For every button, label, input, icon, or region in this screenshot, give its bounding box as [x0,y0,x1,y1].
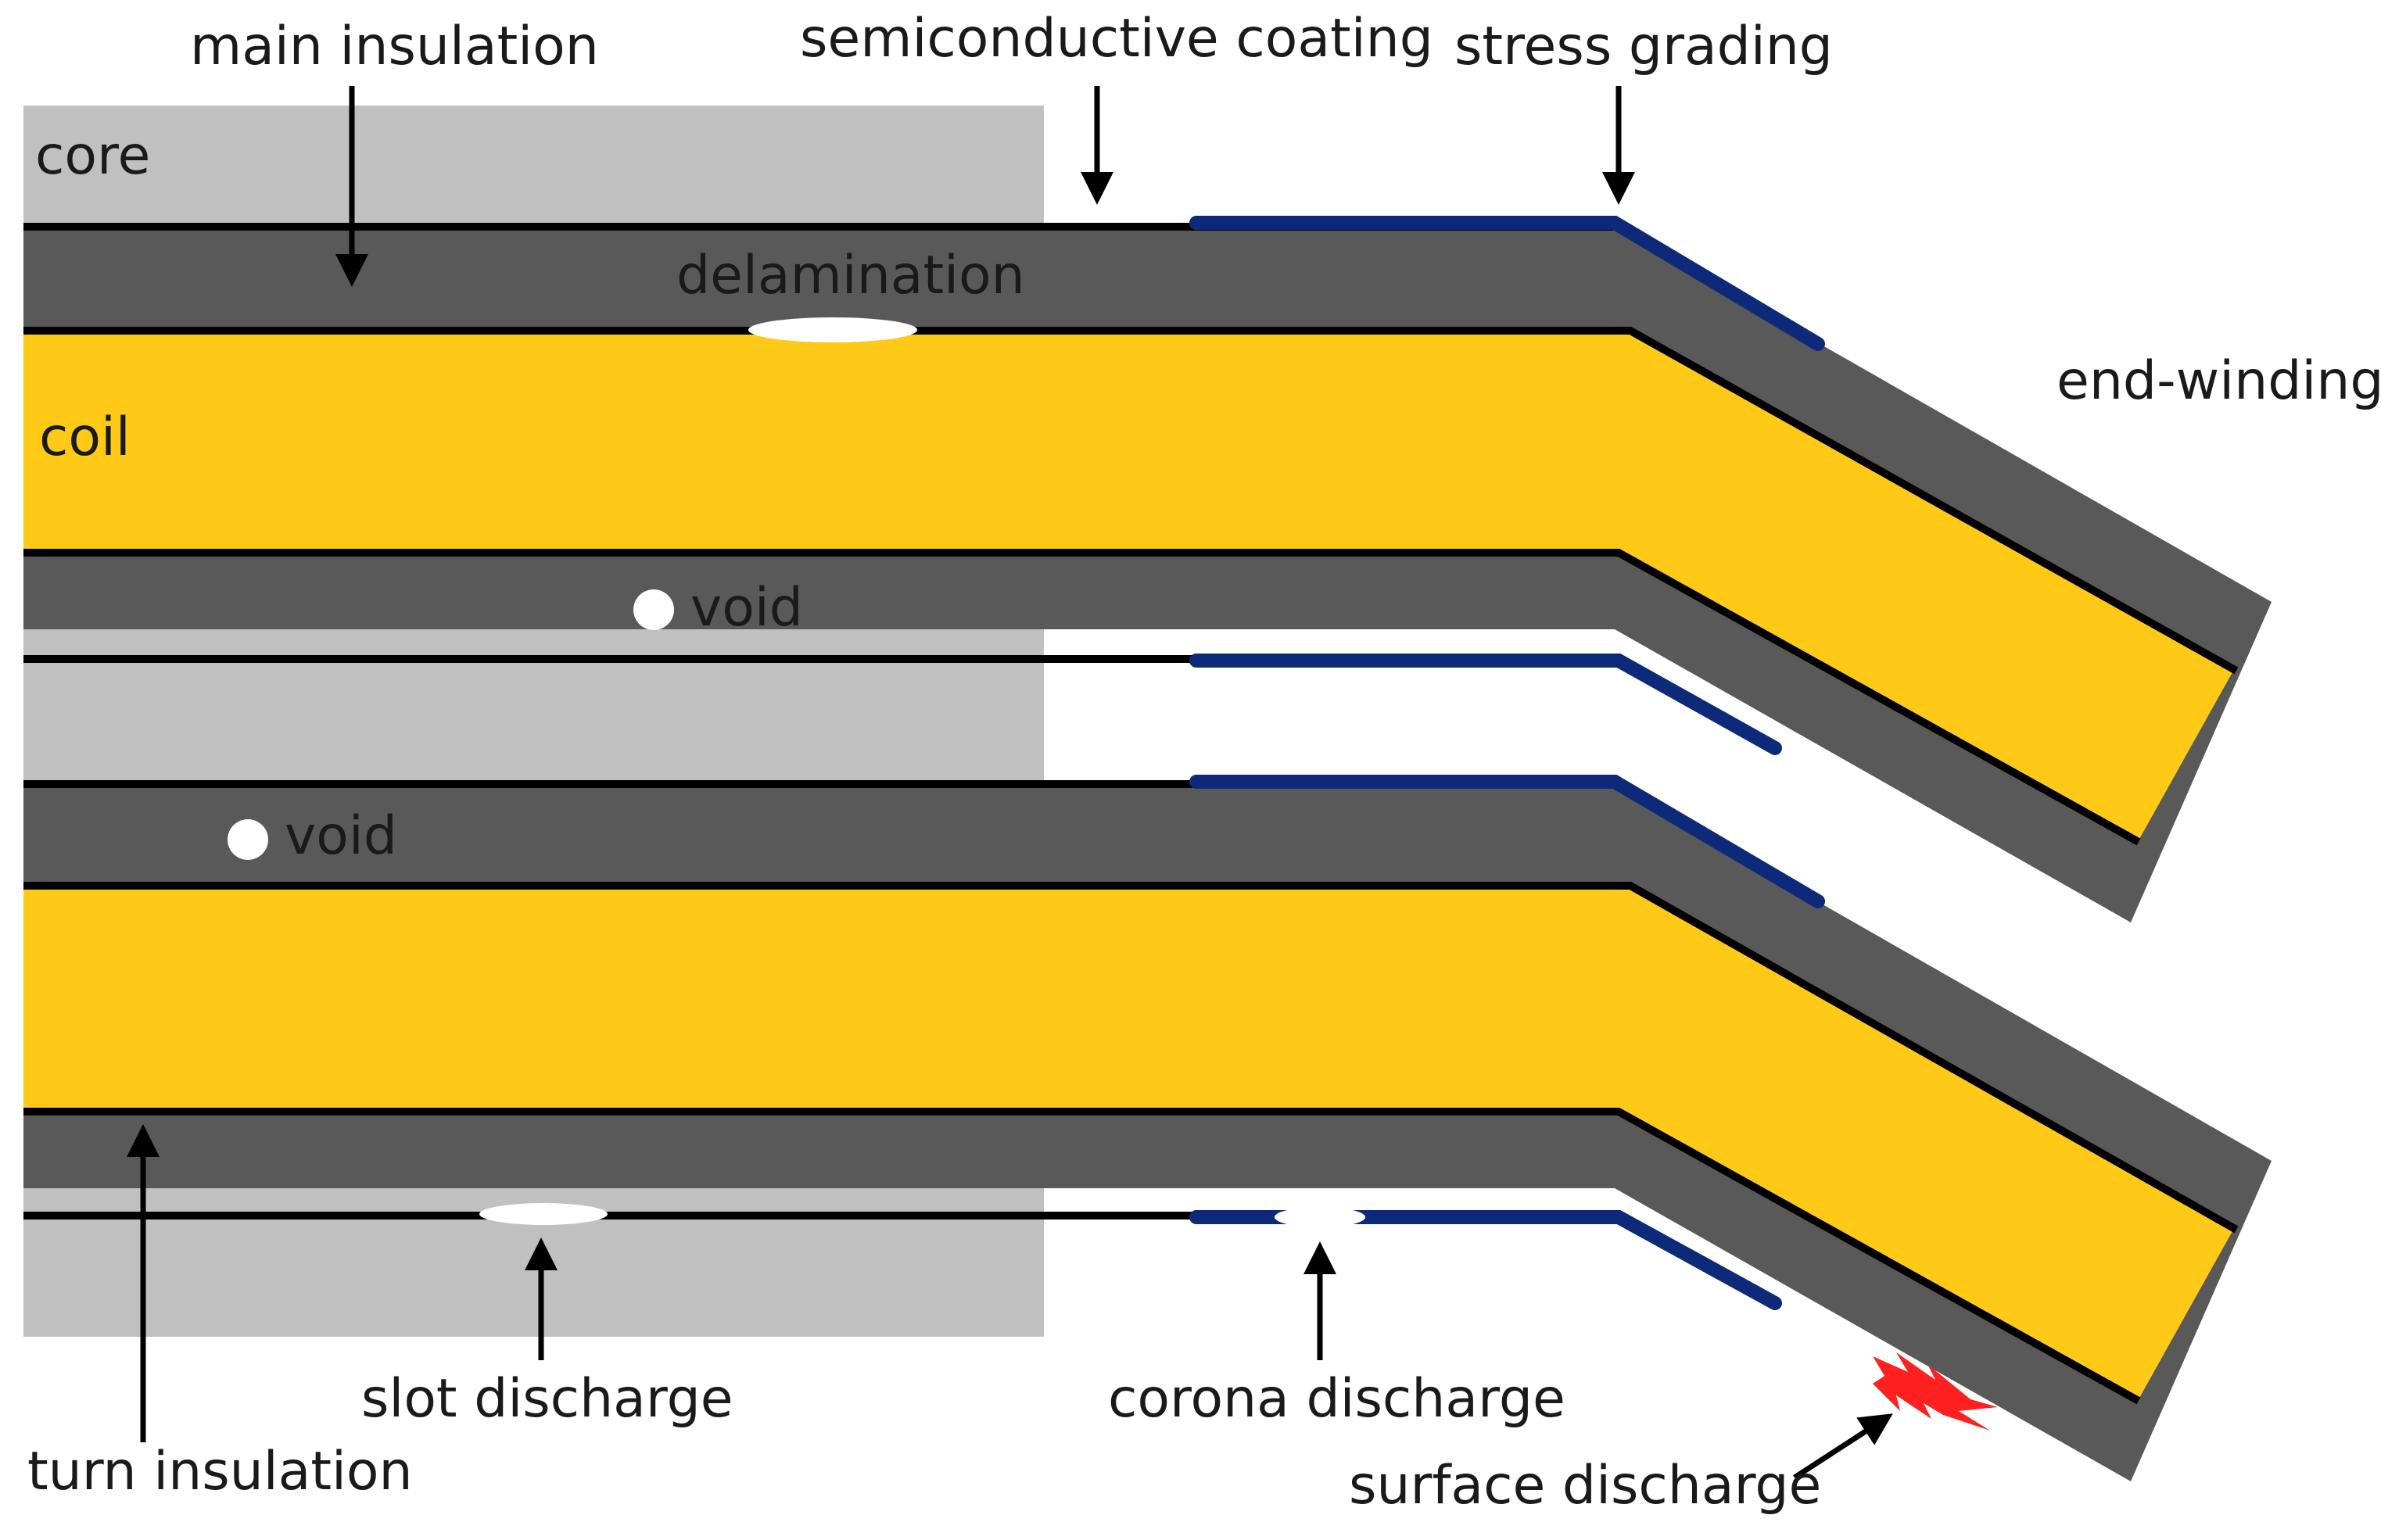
delamination-defect [748,317,917,342]
label-surface-discharge: surface discharge [1349,1455,1821,1517]
label-void-lower: void [285,805,397,867]
slot-discharge-defect [479,1203,608,1225]
labels: main insulation semiconductive coating s… [27,8,2381,1517]
label-main-insulation: main insulation [190,16,599,77]
void-defect-upper [633,589,674,630]
label-slot-discharge: slot discharge [361,1368,733,1430]
label-void-upper: void [690,577,803,639]
label-coil: coil [39,406,131,468]
upper-stress-grading-bottom [1189,654,1782,755]
annotation-arrows [127,86,1893,1480]
lower-coil-assembly [23,775,2272,1481]
label-stress-grading: stress grading [1454,16,1833,77]
lower-stress-grading-bottom [1189,1210,1782,1310]
lower-coil-conductor [23,887,2232,1399]
label-delamination: delamination [676,245,1025,306]
label-end-winding: end-winding [2056,350,2381,412]
upper-coil-assembly [23,216,2272,922]
void-defect-lower [228,819,268,860]
label-turn-insulation: turn insulation [27,1441,413,1502]
label-semiconductive-coating: semiconductive coating [800,8,1433,70]
lower-stress-grading-top [1189,775,1825,908]
arrow-surface-discharge [1793,1413,1893,1480]
corona-discharge-defect [1275,1207,1365,1227]
lower-coil-bottom-edge [23,1108,2141,1405]
upper-coil-bottom-edge [23,549,2141,846]
label-corona-discharge: corona discharge [1108,1368,1565,1430]
lower-coil-top-edge [23,882,2239,1234]
upper-coil-conductor [23,332,2232,840]
upper-stress-grading-top [1189,216,1825,351]
label-core: core [35,125,150,187]
upper-coil-top-edge [23,327,2239,675]
surface-discharge-mark [1873,1352,1998,1431]
